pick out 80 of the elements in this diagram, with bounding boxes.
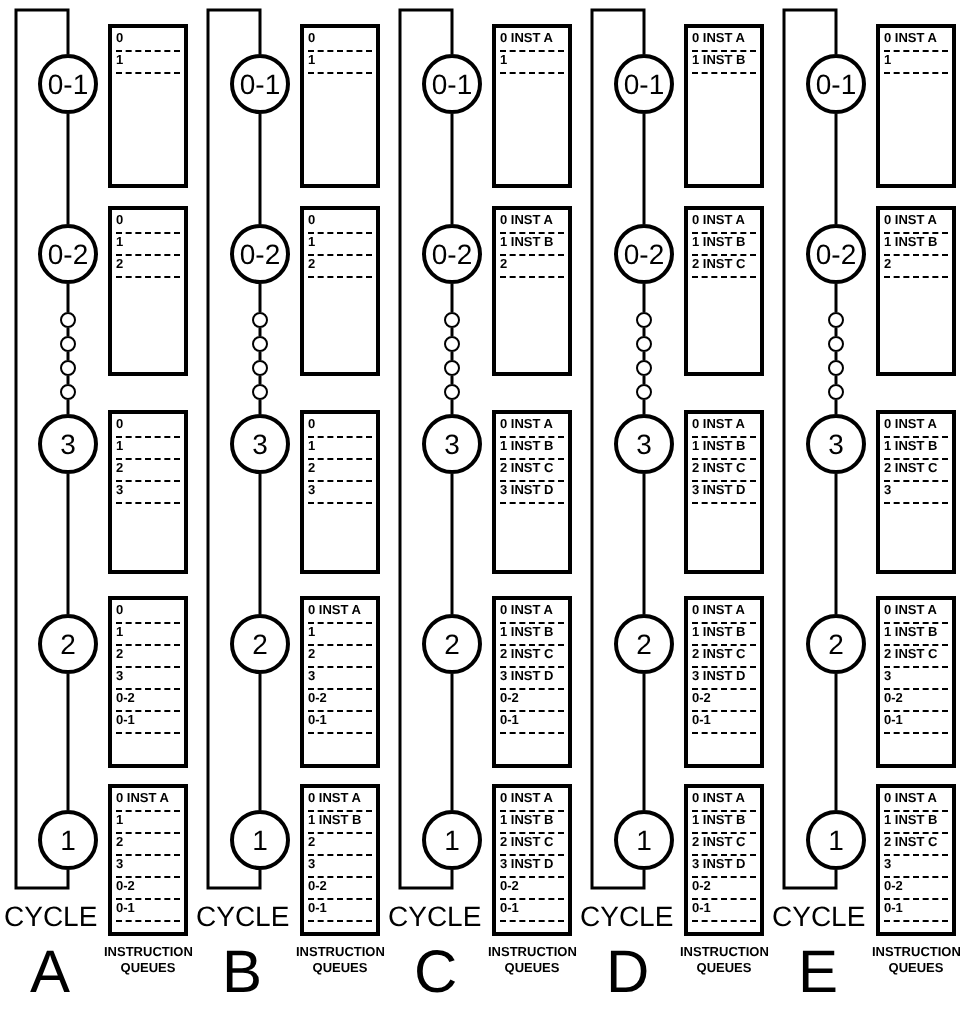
queue-box <box>684 784 764 936</box>
queue-box <box>684 596 764 768</box>
queue-box <box>684 24 764 188</box>
connector-line <box>450 674 454 810</box>
connector-line <box>642 674 646 810</box>
connector-line <box>450 400 454 414</box>
connector-line <box>14 8 70 890</box>
queue-box <box>492 596 572 768</box>
connector-line <box>258 328 262 336</box>
connector-line <box>398 8 454 890</box>
connector-line <box>642 376 646 384</box>
queue-box <box>684 410 764 574</box>
connector-line <box>450 114 454 224</box>
connector-line <box>834 284 838 312</box>
connector-line <box>450 328 454 336</box>
queue-box <box>876 410 956 574</box>
cycle-label: CYCLE <box>4 902 98 930</box>
connector-line <box>258 114 262 224</box>
connector-line <box>642 114 646 224</box>
panel-letter: E <box>798 944 839 1004</box>
connector-line <box>450 352 454 360</box>
connector-line <box>450 376 454 384</box>
connector-line <box>642 284 646 312</box>
connector-line <box>642 474 646 614</box>
queue-box <box>684 206 764 376</box>
queue-box <box>492 206 572 376</box>
queue-box <box>300 596 380 768</box>
connector-line <box>450 284 454 312</box>
queue-box <box>876 596 956 768</box>
connector-line <box>642 400 646 414</box>
connector-line <box>450 474 454 614</box>
connector-line <box>258 674 262 810</box>
queue-box <box>108 410 188 574</box>
queue-box <box>300 206 380 376</box>
queue-box <box>492 410 572 574</box>
connector-line <box>66 674 70 810</box>
queue-box <box>300 784 380 936</box>
connector-line <box>66 284 70 312</box>
queue-box <box>300 410 380 574</box>
queue-box <box>876 784 956 936</box>
queue-box <box>876 206 956 376</box>
connector-line <box>834 400 838 414</box>
panel-letter: B <box>222 944 263 1004</box>
connector-line <box>258 376 262 384</box>
connector-line <box>782 8 838 890</box>
connector-line <box>206 8 262 890</box>
queue-box <box>876 24 956 188</box>
panel-letter: D <box>606 944 650 1004</box>
connector-line <box>258 474 262 614</box>
queue-box <box>108 784 188 936</box>
queue-box <box>108 596 188 768</box>
cycle-label: CYCLE <box>580 902 674 930</box>
connector-line <box>66 400 70 414</box>
panel-letter: A <box>30 944 71 1004</box>
connector-line <box>66 114 70 224</box>
cycle-label: CYCLE <box>772 902 866 930</box>
connector-line <box>590 8 646 890</box>
cycle-label: CYCLE <box>388 902 482 930</box>
queue-box <box>492 24 572 188</box>
connector-line <box>834 474 838 614</box>
connector-line <box>834 114 838 224</box>
cycle-label: CYCLE <box>196 902 290 930</box>
connector-line <box>642 328 646 336</box>
connector-line <box>258 284 262 312</box>
connector-line <box>66 352 70 360</box>
panel-letter: C <box>414 944 458 1004</box>
queue-box <box>108 206 188 376</box>
connector-line <box>834 674 838 810</box>
connector-line <box>834 352 838 360</box>
connector-line <box>66 328 70 336</box>
queue-box <box>492 784 572 936</box>
connector-line <box>66 376 70 384</box>
connector-line <box>834 328 838 336</box>
queue-box <box>300 24 380 188</box>
connector-line <box>834 376 838 384</box>
connector-line <box>258 352 262 360</box>
connector-line <box>66 474 70 614</box>
connector-line <box>258 400 262 414</box>
connector-line <box>642 352 646 360</box>
queue-box <box>108 24 188 188</box>
